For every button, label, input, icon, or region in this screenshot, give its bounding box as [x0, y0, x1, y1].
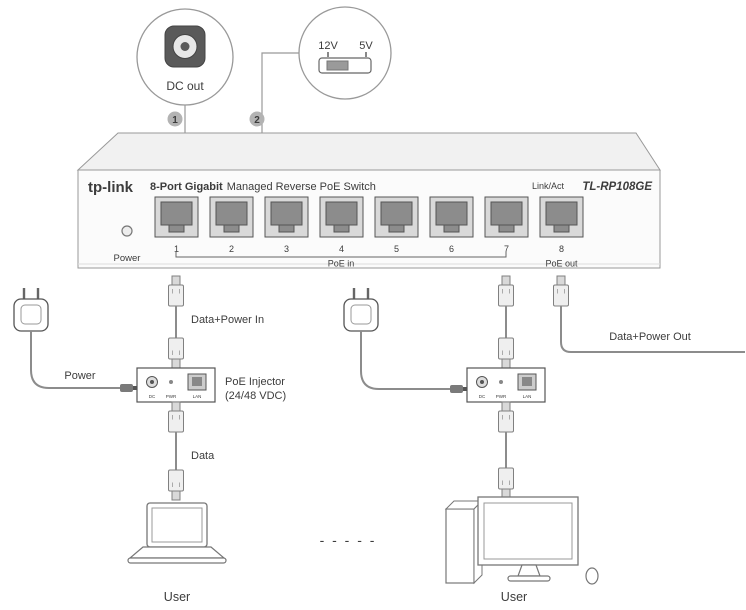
- switch-title-rest: Managed Reverse PoE Switch: [227, 181, 376, 193]
- ethernet-plug-icon: [553, 275, 569, 307]
- voltage-slider-icon: [318, 52, 372, 74]
- step-2-badge: 2: [249, 111, 265, 127]
- ethernet-port-8: [539, 196, 584, 238]
- ethernet-port-5: [374, 196, 419, 238]
- power-led-label: Power: [114, 253, 141, 264]
- link-act-label: Link/Act: [532, 181, 565, 191]
- callout-line-2: [261, 52, 299, 133]
- power-label-left: Power: [64, 370, 96, 382]
- power-adapter-icon-left: [13, 288, 49, 332]
- port-number: 6: [449, 244, 454, 254]
- injector-pwr-label: PWR: [496, 394, 507, 399]
- ethernet-plug-icon: [498, 275, 514, 307]
- step-1-badge: 1: [167, 111, 183, 127]
- callout-circle: [298, 6, 392, 100]
- desktop-computer-icon: [444, 496, 599, 585]
- tplink-logo: tp-link: [88, 179, 134, 196]
- user-label-right: User: [501, 590, 527, 604]
- poe-out-label: PoE out: [545, 259, 578, 269]
- injector-title: PoE Injector: [225, 376, 285, 388]
- dc-out-callout: DC out 1: [136, 8, 234, 133]
- dc-barrel-plug-icon: [120, 384, 138, 392]
- injector-dc-label: DC: [479, 394, 486, 399]
- power-cable-right: [360, 331, 450, 390]
- port-number: 4: [339, 244, 344, 254]
- injector-dc-label: DC: [149, 394, 156, 399]
- poe-in-bracket: [175, 251, 507, 258]
- data-power-out-label: Data+Power Out: [609, 331, 691, 343]
- cable-switch-to-injector-right: [498, 275, 514, 369]
- port-number: 3: [284, 244, 289, 254]
- injector-lan-jack: [522, 377, 532, 386]
- dc-jack-icon: [164, 25, 206, 68]
- ethernet-plug-icon: [498, 467, 514, 499]
- injector-lan-label: LAN: [193, 394, 202, 399]
- injector-lan-label: LAN: [523, 394, 532, 399]
- dc-out-label: DC out: [166, 79, 204, 93]
- injector-dc-pin: [150, 380, 154, 384]
- ethernet-plug-icon: [498, 337, 514, 369]
- step-2-number: 2: [254, 115, 260, 126]
- ethernet-port-1: [154, 196, 199, 238]
- poe-switch: tp-link 8-Port Gigabit Managed Reverse Po…: [76, 132, 661, 269]
- poe-in-label: PoE in: [328, 259, 355, 269]
- power-led: [121, 225, 133, 237]
- port-number: 5: [394, 244, 399, 254]
- port-number: 8: [559, 244, 564, 254]
- poe-injector-left: DC PWR LAN: [136, 367, 216, 403]
- cable-injector-to-laptop: [168, 401, 184, 501]
- injector-pwr-label: PWR: [166, 394, 177, 399]
- injector-dc-pin: [480, 380, 484, 384]
- ethernet-plug-icon: [168, 275, 184, 307]
- ethernet-plug-icon: [168, 469, 184, 501]
- switch-top-face: [76, 132, 661, 171]
- data-power-in-label: Data+Power In: [191, 314, 264, 326]
- user-label-left: User: [164, 590, 190, 604]
- port-number: 2: [229, 244, 234, 254]
- poe-injector-right: DC PWR LAN: [466, 367, 546, 403]
- laptop-icon: [127, 502, 227, 564]
- ellipsis-dots: - - - - -: [320, 532, 377, 548]
- port-number: 1: [174, 244, 179, 254]
- cable-switch-to-injector-left: [168, 275, 184, 369]
- mouse-icon: [585, 567, 599, 585]
- power-adapter-icon-right: [343, 288, 379, 332]
- injector-lan-jack: [192, 377, 202, 386]
- ethernet-port-7: [484, 196, 529, 238]
- ethernet-cable: [560, 306, 745, 353]
- model-label: TL-RP108GE: [582, 181, 652, 193]
- voltage-12v-label: 12V: [318, 40, 338, 52]
- ethernet-port-6: [429, 196, 474, 238]
- voltage-5v-label: 5V: [359, 40, 373, 52]
- injector-pwr-led: [499, 380, 503, 384]
- data-label: Data: [191, 450, 215, 462]
- ethernet-plug-icon: [498, 401, 514, 433]
- cable-injector-to-desktop: [498, 401, 514, 499]
- switch-title-bold: 8-Port Gigabit: [150, 181, 223, 193]
- ethernet-port-2: [209, 196, 254, 238]
- ethernet-plug-icon: [168, 401, 184, 433]
- port-number: 7: [504, 244, 509, 254]
- injector-pwr-led: [169, 380, 173, 384]
- ethernet-port-3: [264, 196, 309, 238]
- ethernet-port-4: [319, 196, 364, 238]
- dc-barrel-plug-icon: [450, 385, 468, 393]
- step-1-number: 1: [172, 115, 178, 126]
- switch-title: 8-Port Gigabit Managed Reverse PoE Switch: [150, 181, 376, 193]
- injector-subtitle: (24/48 VDC): [225, 390, 286, 402]
- cable-poe-out: [553, 275, 745, 353]
- power-cable-left: [30, 331, 120, 389]
- ethernet-plug-icon: [168, 337, 184, 369]
- voltage-callout: 12V 5V 2: [249, 6, 392, 133]
